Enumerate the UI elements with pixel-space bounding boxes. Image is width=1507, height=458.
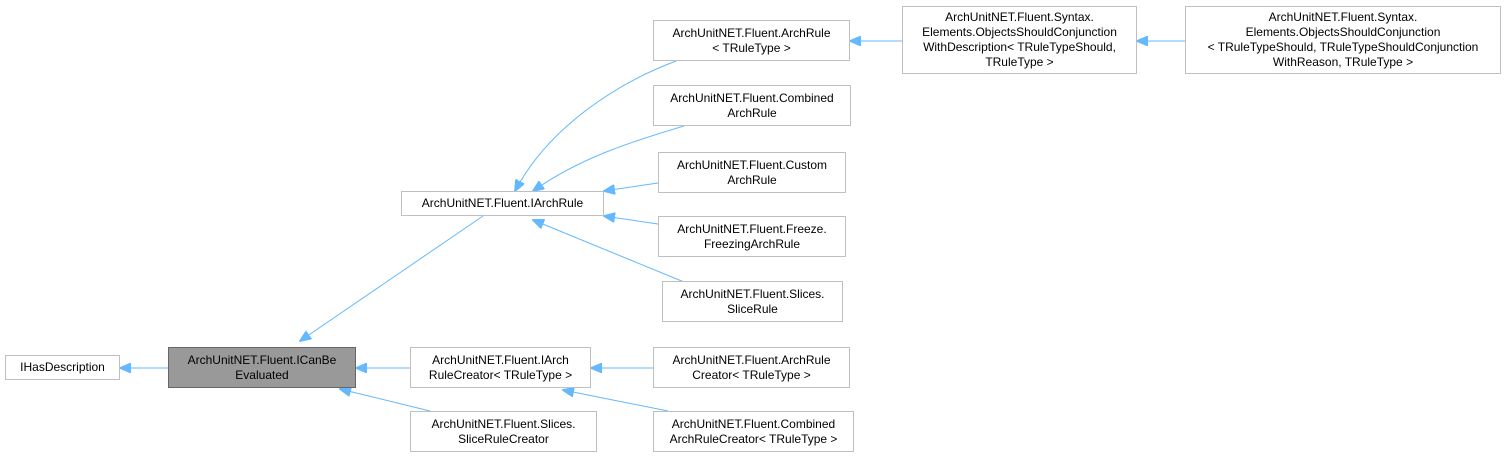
- node-combinedarchrule[interactable]: ArchUnitNET.Fluent.Combined ArchRule: [653, 85, 851, 126]
- node-objectsshouldconjunctionwithreason[interactable]: ArchUnitNET.Fluent.Syntax. Elements.Obje…: [1185, 6, 1501, 74]
- node-customarchrule[interactable]: ArchUnitNET.Fluent.Custom ArchRule: [658, 152, 846, 193]
- edge-archrule-to-iarchrule: [515, 60, 677, 191]
- edge-customarchrule-to-iarchrule: [604, 182, 659, 191]
- node-objectsshouldconjunctionwithdescription[interactable]: ArchUnitNET.Fluent.Syntax. Elements.Obje…: [902, 6, 1137, 74]
- edge-iarchrule-to-icanbeevaluated: [300, 215, 484, 341]
- edge-slicerulecreator-to-icanbeevaluated: [340, 389, 431, 412]
- node-archrule[interactable]: ArchUnitNET.Fluent.ArchRule < TRuleType …: [653, 20, 850, 61]
- edge-freezingarchrule-to-iarchrule: [604, 216, 659, 225]
- node-archrulecreator[interactable]: ArchUnitNET.Fluent.ArchRule Creator< TRu…: [653, 347, 850, 388]
- node-iarchrule[interactable]: ArchUnitNET.Fluent.IArchRule: [401, 191, 604, 216]
- node-ihasdescription[interactable]: IHasDescription: [5, 355, 120, 380]
- node-slicerule[interactable]: ArchUnitNET.Fluent.Slices. SliceRule: [662, 281, 843, 322]
- edge-combinedarchrule-to-iarchrule: [533, 125, 685, 191]
- node-iarchrulecreator[interactable]: ArchUnitNET.Fluent.IArch RuleCreator< TR…: [410, 347, 591, 388]
- node-icanbeevaluated: ArchUnitNET.Fluent.ICanBe Evaluated: [168, 347, 356, 388]
- edge-slicerule-to-iarchrule: [533, 220, 685, 283]
- node-slicerulecreator[interactable]: ArchUnitNET.Fluent.Slices. SliceRuleCrea…: [410, 411, 597, 452]
- node-combinedarchrulecreator[interactable]: ArchUnitNET.Fluent.Combined ArchRuleCrea…: [653, 411, 854, 452]
- edge-combinedarchrulecreator-to-iarchrulecreator: [563, 390, 669, 412]
- node-freezingarchrule[interactable]: ArchUnitNET.Fluent.Freeze. FreezingArchR…: [658, 216, 846, 257]
